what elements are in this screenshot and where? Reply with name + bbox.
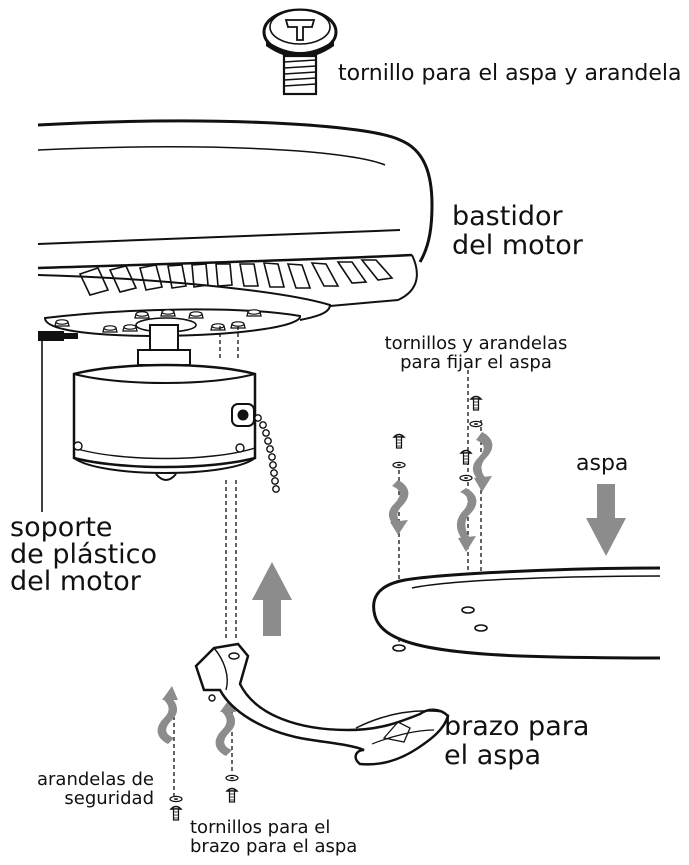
label-motor-housing-line1: bastidor (452, 201, 563, 232)
motor-housing-drawing (37, 119, 434, 338)
pull-chain-icon (254, 414, 280, 493)
label-motor-plastic-support-line1: soporte (10, 512, 113, 543)
label-blade-arm-line1: brazo para (444, 711, 590, 742)
label-blade-arm-screws: tornillos para el brazo para el aspa (190, 818, 357, 857)
label-blade-mount-screws-line1: tornillos y arandelas (384, 333, 568, 354)
label-motor-plastic-support: soporte de plástico del motor (10, 514, 157, 595)
label-blade-arm: brazo para el aspa (444, 712, 589, 770)
plastic-support (38, 331, 78, 512)
label-blade-screw-and-washer: tornillo para el aspa y arandela (338, 62, 682, 86)
label-lock-washers-line2: seguridad (64, 788, 154, 810)
blade-screw-icon (262, 8, 338, 96)
switch-housing (72, 363, 257, 481)
arrow-up-icon (252, 562, 292, 636)
motor-shaft (137, 324, 191, 366)
label-blade-text: aspa (576, 451, 629, 476)
curved-arrow-icon (157, 432, 493, 756)
label-blade-arm-screws-line1: tornillos para el (190, 817, 331, 838)
label-blade: aspa (576, 452, 628, 476)
label-motor-housing: bastidor del motor (452, 202, 583, 260)
blade-arm-drawing (194, 642, 450, 766)
label-lock-washers-line1: arandelas de (37, 769, 154, 790)
label-motor-plastic-support-line3: del motor (10, 566, 141, 597)
label-blade-arm-line2: el aspa (444, 740, 541, 772)
label-blade-mount-screws: tornillos y arandelas para fijar el aspa (368, 334, 584, 373)
label-blade-mount-screws-line2: para fijar el aspa (400, 352, 552, 374)
label-motor-plastic-support-line2: de plástico (10, 539, 158, 570)
arrow-down-icon (586, 484, 626, 556)
label-motor-housing-line2: del motor (452, 230, 583, 262)
label-lock-washers: arandelas de seguridad (4, 770, 154, 809)
blade-drawing (372, 566, 661, 660)
label-blade-screw-and-washer-text: tornillo para el aspa y arandela (338, 61, 682, 86)
label-blade-arm-screws-line2: brazo para el aspa (190, 836, 358, 858)
